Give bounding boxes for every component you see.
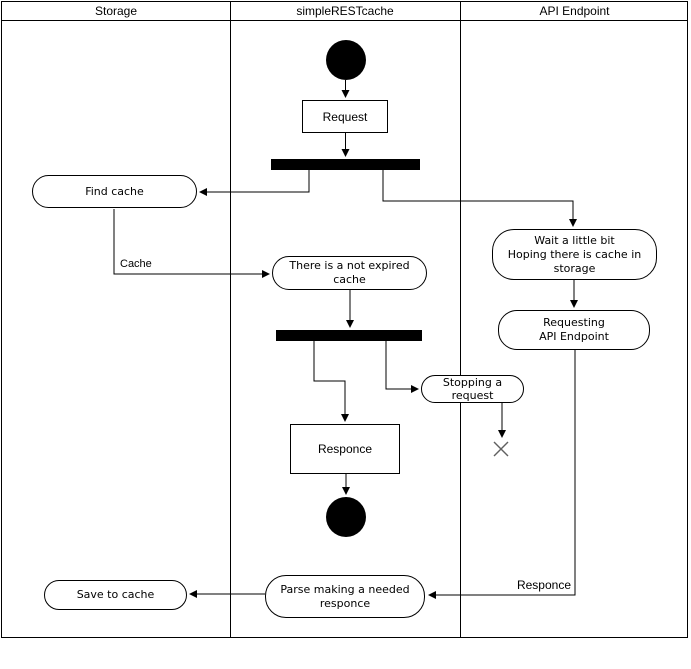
activity-wait: Wait a little bit Hoping there is cache … (492, 229, 657, 280)
join-bar-2 (276, 330, 422, 341)
edge-find-cache-to-there-is (113, 209, 270, 278)
lane-divider-2 (460, 1, 461, 638)
activity-stopping-request: Stopping a request (421, 375, 524, 403)
lane-header-separator (1, 20, 688, 21)
fork-bar-1 (271, 159, 420, 170)
edge-label-responce: Responce (516, 578, 571, 592)
activity-find-cache: Find cache (32, 175, 197, 208)
edge-fork2-to-stopping (385, 341, 419, 393)
edge-label-cache: Cache (120, 258, 152, 270)
edge-fork1-to-wait (382, 170, 577, 227)
final-node (326, 497, 366, 537)
initial-node (326, 40, 366, 80)
activity-there-is-cache: There is a not expired cache (272, 256, 427, 290)
activity-responce: Responce (290, 424, 400, 474)
edge-fork1-to-find-cache (199, 170, 310, 196)
activity-parse-responce: Parse making a needed responce (265, 575, 425, 618)
lane-divider-1 (230, 1, 231, 638)
edge-fork2-to-responce (313, 341, 349, 422)
activity-requesting-api: Requesting API Endpoint (498, 310, 650, 350)
activity-request: Request (302, 100, 388, 133)
flow-final-x-icon (493, 441, 509, 457)
edge-requesting-to-parse (428, 350, 576, 599)
lane-header-simplerestcache: simpleRESTcache (296, 4, 394, 18)
diagram-frame (1, 1, 688, 638)
lane-header-api-endpoint: API Endpoint (539, 4, 610, 18)
lane-header-storage: Storage (94, 4, 138, 18)
activity-save-to-cache: Save to cache (44, 580, 187, 610)
